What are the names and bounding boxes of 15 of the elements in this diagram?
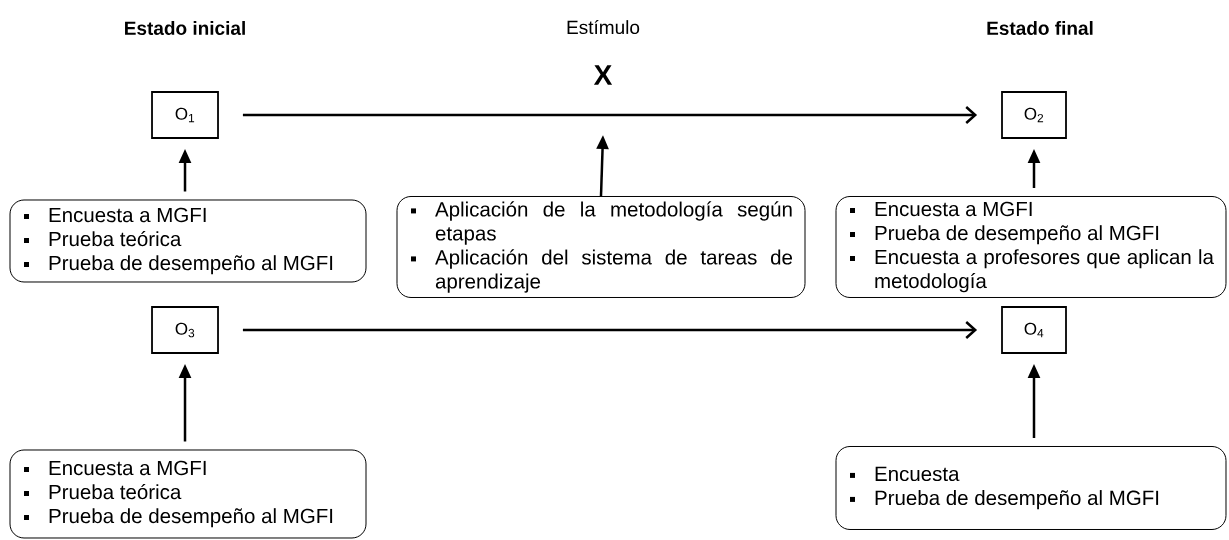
observation-box: O$_{3}$	[151, 306, 219, 354]
observation-box: O$_{2}$	[1001, 91, 1067, 139]
list-box: Encuesta a MGFI Prueba teórica Prueba de desempeño al MGFI	[9, 449, 367, 539]
arrow	[242, 321, 978, 339]
arrow	[242, 106, 978, 124]
list-box: Encuesta a MGFI Prueba de desempeño al MGFI Encuesta a profesores que aplican la metodología	[835, 196, 1227, 298]
stimulus-symbol: X	[593, 65, 613, 85]
list-box: Encuesta Prueba de desempeño al MGFI	[835, 446, 1227, 530]
list-box: Aplicación de la metodología según etapas Aplicación del sistema de tareas de aprendizaje	[396, 196, 806, 298]
heading: Estado final	[987, 21, 1093, 35]
observation-box: O$_{4}$	[1001, 306, 1067, 354]
list-box: Encuesta a MGFI Prueba teórica Prueba de desempeño al MGFI	[9, 199, 367, 283]
heading: Estado inicial	[125, 21, 245, 35]
observation-box: O$_{1}$	[151, 91, 219, 139]
heading: Estímulo	[567, 19, 640, 35]
